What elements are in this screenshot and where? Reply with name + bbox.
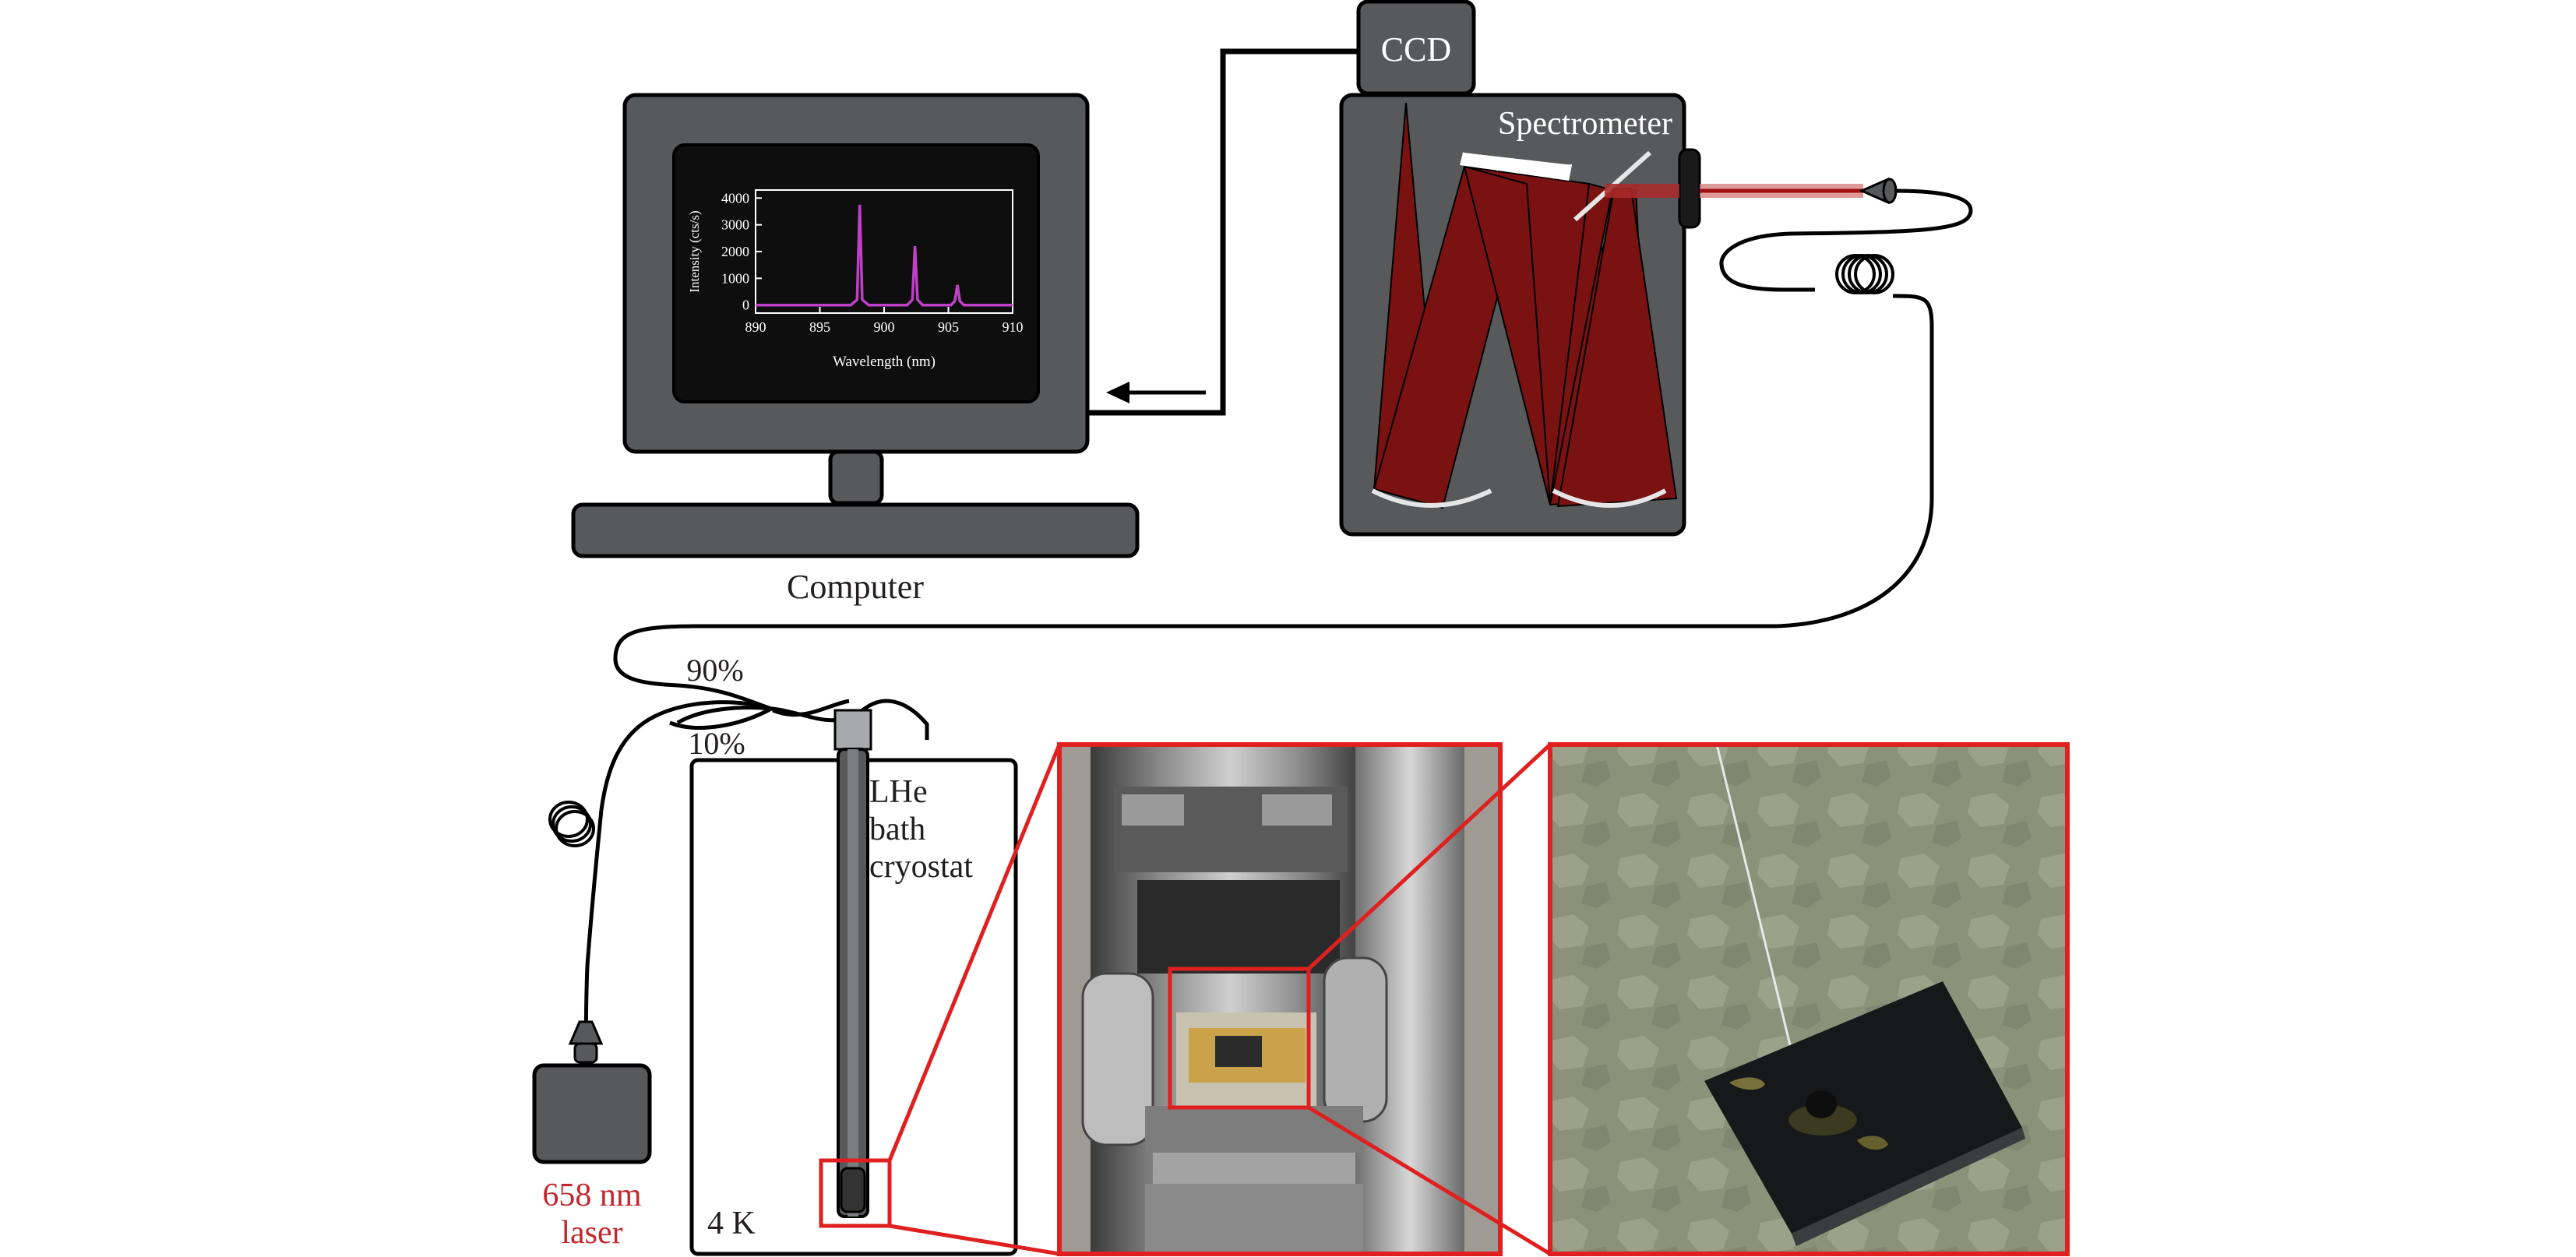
plot-xlabel: Wavelength (nm) <box>833 354 936 370</box>
fiber-coil-icon <box>1835 254 1894 294</box>
spectrometer: Spectrometer <box>1339 93 1686 537</box>
laser-source: 658 nm laser <box>532 1020 652 1251</box>
fiber-long-run <box>613 294 1934 711</box>
screen-spectrum-plot: 890 895 900 905 910 0 1000 2000 3000 4000 Wavele… <box>687 189 1024 370</box>
spectrometer-label: Spectrometer <box>1498 106 1672 142</box>
grating-icon <box>1460 152 1573 181</box>
fiber-to-spectrometer <box>1719 188 1973 292</box>
input-lens-icon <box>1605 148 1863 229</box>
cryostat-box: LHe bath cryostat 4 K <box>689 709 1018 1256</box>
x-tick-label: 910 <box>1003 319 1024 335</box>
plot-ylabel: Intensity (cts/s) <box>687 210 702 292</box>
y-tick-label: 0 <box>742 298 749 313</box>
ccd-camera: CCD <box>1356 0 1476 96</box>
ccd-label: CCD <box>1381 30 1451 69</box>
split-ratio-10: 10% <box>688 726 745 761</box>
fiber-splitter: 90% 10% <box>583 653 929 1076</box>
y-tick-label: 3000 <box>721 217 749 233</box>
data-flow-arrow-icon <box>1106 382 1206 403</box>
x-tick-label: 900 <box>874 319 895 335</box>
split-ratio-90: 90% <box>686 653 743 688</box>
computer-label: Computer <box>787 568 924 606</box>
computer-monitor <box>571 93 1140 558</box>
sample-zoom-box <box>819 1158 892 1228</box>
cryostat-label-line1: LHe <box>869 774 928 810</box>
y-tick-labels: 0 1000 2000 3000 4000 <box>721 190 749 312</box>
x-tick-label: 905 <box>938 319 959 335</box>
spectrum-line <box>756 204 1013 307</box>
x-tick-labels: 890 895 900 905 910 <box>745 319 1024 335</box>
x-tick-label: 890 <box>745 319 766 335</box>
sample-chip-photo <box>1548 742 2070 1256</box>
data-cable <box>1087 48 1358 416</box>
chip-zoom-box <box>1168 967 1311 1110</box>
y-tick-label: 1000 <box>721 270 749 286</box>
y-tick-label: 4000 <box>721 190 749 206</box>
laser-label-line1: 658 nm <box>542 1178 642 1213</box>
temperature-label: 4 K <box>707 1206 756 1241</box>
cryostat-label-line3: cryostat <box>869 849 973 885</box>
laser-label-line2: laser <box>561 1215 622 1251</box>
plot-ticks <box>755 197 1013 313</box>
fiber-collimator-icon <box>1859 177 1898 205</box>
cryostat-label-line2: bath <box>869 812 925 847</box>
laser-fiber-coil-icon <box>548 801 595 847</box>
cryostat-mount-photo <box>1057 742 1503 1256</box>
y-tick-label: 2000 <box>721 244 749 259</box>
x-tick-label: 895 <box>809 319 830 335</box>
